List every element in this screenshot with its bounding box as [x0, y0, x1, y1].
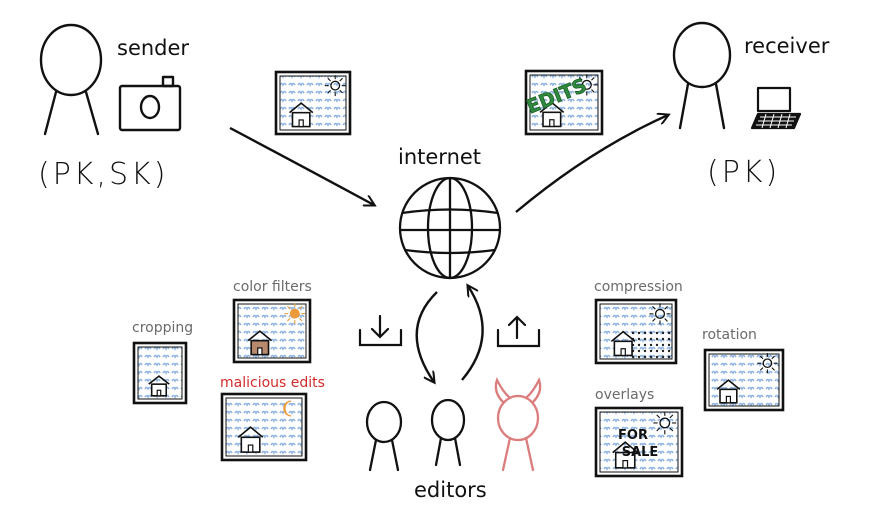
laptop-icon [750, 86, 802, 130]
compression-label: compression [594, 279, 683, 295]
arrow-sender-to-internet [229, 126, 374, 205]
editor-figure-icon [430, 398, 466, 467]
receiver-label: receiver [744, 34, 830, 58]
photo-cropping [132, 341, 188, 405]
upload-icon [496, 315, 541, 348]
photo-malicious-edit [220, 392, 308, 462]
photo-compression [594, 298, 678, 365]
download-icon [358, 314, 403, 347]
arrow-cycle-down [415, 291, 438, 382]
photo-edited [524, 69, 604, 136]
receiver-figure-icon [672, 21, 732, 130]
sender-keys: (PK,SK) [38, 157, 169, 192]
for-sale-line-2: SALE [622, 445, 659, 460]
rotation-label: rotation [702, 327, 757, 343]
globe-icon [398, 176, 502, 280]
photo-overlay [594, 406, 684, 478]
arrow-cycle-up [461, 286, 484, 381]
photo-original [274, 70, 352, 136]
cropping-label: cropping [132, 320, 194, 336]
camera-icon [118, 75, 182, 132]
color-filters-label: color filters [233, 279, 312, 295]
editors-label: editors [414, 478, 487, 502]
sender-figure-icon [39, 23, 103, 136]
arrow-internet-to-receiver [515, 115, 668, 213]
devil-editor-icon [494, 377, 542, 472]
sender-label: sender [117, 36, 190, 60]
photo-rotation [703, 348, 785, 412]
editor-figure-icon [365, 400, 403, 472]
for-sale-line-1: FOR [618, 428, 648, 443]
overlays-label: overlays [595, 387, 655, 403]
photo-color-filter [232, 298, 312, 364]
internet-label: internet [398, 145, 482, 169]
receiver-keys: (PK) [707, 155, 781, 190]
malicious-edits-label: malicious edits [220, 375, 325, 391]
